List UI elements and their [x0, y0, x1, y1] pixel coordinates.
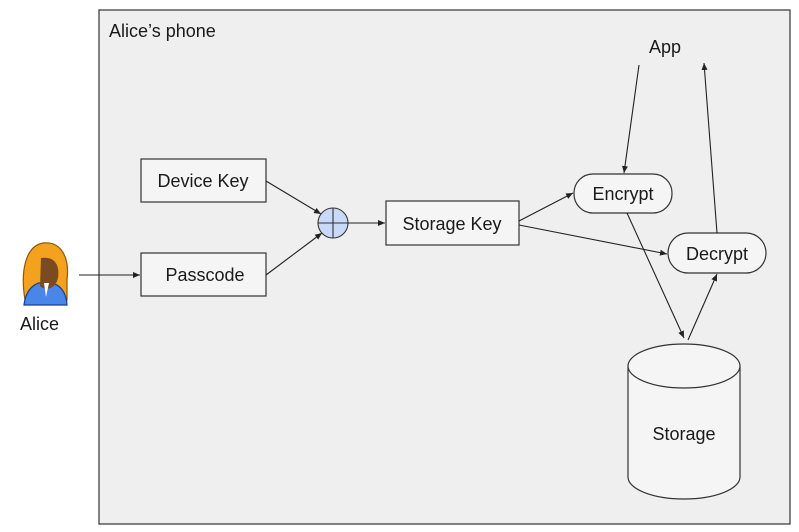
- alice-label: Alice: [20, 314, 59, 334]
- storage-label: Storage: [652, 424, 715, 444]
- encrypt-label: Encrypt: [592, 184, 653, 204]
- edge-passcode-xor: [265, 232, 323, 276]
- decrypt-label: Decrypt: [686, 244, 748, 264]
- device-key-label: Device Key: [157, 171, 248, 191]
- edge-devicekey-xor: [265, 180, 322, 215]
- storage-key-label: Storage Key: [402, 214, 501, 234]
- passcode-box: [140, 252, 267, 297]
- alice-avatar-icon: [22, 242, 69, 306]
- edge-storage-decrypt: [687, 273, 718, 341]
- phone-title: Alice’s phone: [109, 21, 216, 41]
- edge-storagekey-decrypt: [518, 224, 668, 256]
- device-key-box: [140, 158, 267, 203]
- edge-encrypt-storage: [626, 212, 685, 339]
- storage-key-box: [385, 200, 520, 246]
- storage-cylinder: [627, 343, 741, 500]
- edge-app-encrypt: [621, 64, 640, 174]
- edge-storagekey-encrypt: [518, 192, 574, 222]
- encrypt-node: [573, 173, 673, 214]
- passcode-label: Passcode: [165, 265, 244, 285]
- app-label: App: [649, 37, 681, 57]
- xor-combine-icon: [317, 207, 349, 239]
- edge-decrypt-app: [701, 62, 718, 234]
